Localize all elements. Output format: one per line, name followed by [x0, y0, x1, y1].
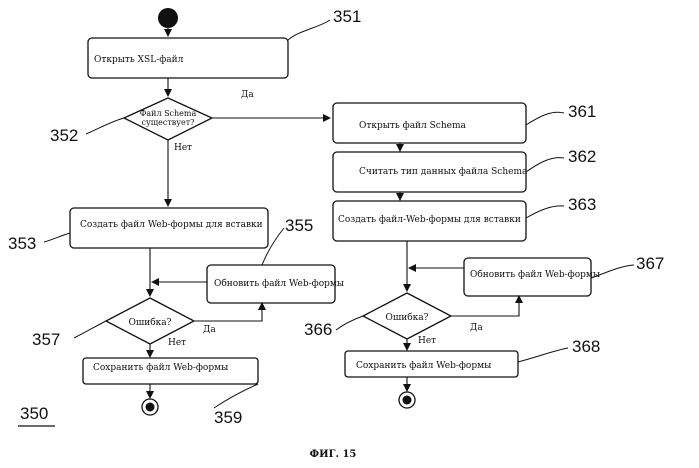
node-update-form-right-label: Обновить файл Web-формы [470, 269, 600, 280]
edge-error-left-yes-label: Да [203, 325, 216, 335]
end-node-left [142, 399, 158, 415]
ref-361: 361 [568, 102, 596, 121]
decision-schema-exists-line2: существует? [142, 118, 195, 127]
ref-352: 352 [50, 126, 78, 145]
ref-366: 366 [304, 320, 332, 339]
node-create-insert-form: Создать файл Web-формы для вставки [70, 208, 268, 248]
leader-363 [526, 206, 564, 218]
decision-error-right-label: Ошибка? [386, 312, 429, 323]
decision-error-left-label: Ошибка? [129, 317, 172, 328]
node-open-schema: Открыть файл Schema [333, 103, 526, 143]
node-save-left: Сохранить файл Web-формы [83, 358, 258, 384]
start-node [158, 8, 178, 28]
node-update-form-right: Обновить файл Web-формы [464, 258, 600, 296]
ref-357: 357 [32, 330, 60, 349]
leader-359 [214, 384, 258, 408]
leader-352 [86, 118, 124, 134]
ref-363: 363 [568, 195, 596, 214]
leader-361 [526, 112, 564, 125]
node-save-left-label: Сохранить файл Web-формы [93, 363, 228, 373]
node-read-types-label: Считать тип данных файла Schema [359, 167, 528, 177]
node-read-types: Считать тип данных файла Schema [333, 152, 528, 192]
leader-366 [336, 316, 363, 330]
edge-error-right-no-label: Нет [418, 336, 436, 346]
edge-error-right-yes [451, 296, 519, 316]
node-open-schema-label: Открыть файл Schema [359, 121, 466, 131]
leader-368 [518, 348, 568, 362]
figure-caption: ФИГ. 15 [310, 449, 357, 460]
node-update-form-left-label: Обновить файл Web-формы [214, 278, 344, 289]
decision-error-right: Ошибка? [363, 293, 451, 339]
node-create-insert-form-label: Создать файл Web-формы для вставки [80, 220, 263, 230]
leader-357 [74, 321, 106, 338]
ref-359: 359 [214, 408, 242, 427]
ref-367: 367 [636, 254, 664, 273]
ref-353: 353 [8, 234, 36, 253]
node-open-xsl-label: Открыть XSL-файл [94, 55, 184, 65]
node-create-form-right: Создать файл-Web-формы для вставки [333, 201, 526, 241]
edge-error-right-yes-label: Да [470, 323, 483, 333]
node-open-xsl: Открыть XSL-файл [88, 38, 288, 78]
end-node-right [399, 392, 415, 408]
leader-362 [526, 158, 564, 172]
leader-351 [288, 20, 330, 40]
leader-353 [44, 233, 70, 242]
decision-schema-exists-line1: Файл Schema [140, 109, 197, 118]
ref-351: 351 [333, 7, 361, 26]
edge-schema-no-label: Нет [174, 143, 192, 153]
node-create-form-right-label: Создать файл-Web-формы для вставки [338, 215, 521, 225]
node-save-right: Сохранить файл Web-формы [345, 351, 518, 377]
ref-368: 368 [572, 337, 600, 356]
node-update-form-left: Обновить файл Web-формы [207, 265, 344, 303]
decision-schema-exists: Файл Schema существует? [124, 98, 212, 140]
ref-350: 350 [20, 404, 48, 423]
edge-schema-yes-label: Да [241, 90, 254, 100]
ref-355: 355 [285, 216, 313, 235]
edge-error-left-no-label: Нет [168, 338, 186, 348]
node-save-right-label: Сохранить файл Web-формы [356, 361, 491, 371]
edge-error-left-yes [194, 303, 262, 321]
ref-362: 362 [568, 147, 596, 166]
